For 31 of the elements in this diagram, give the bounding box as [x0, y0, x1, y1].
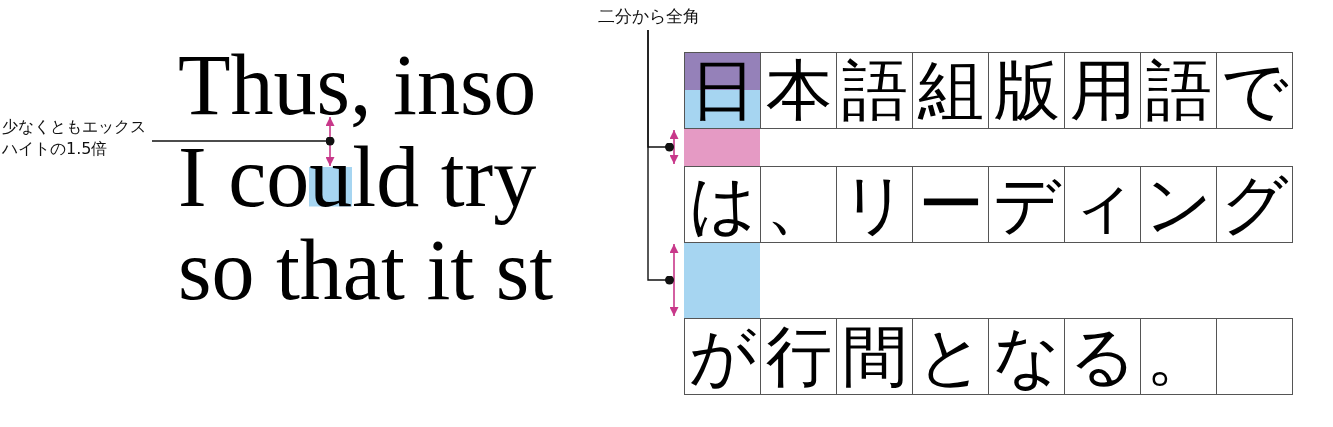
grid-cell: ン [1140, 166, 1217, 243]
grid-cell: 本 [760, 52, 837, 129]
grid-cell: 組 [912, 52, 989, 129]
leader-line [647, 29, 674, 285]
grid-cell: 。 [1140, 318, 1217, 395]
grid-cell: 用 [1064, 52, 1141, 129]
grid-cell: ィ [1064, 166, 1141, 243]
grid-cell: リ [836, 166, 913, 243]
grid-cell: グ [1216, 166, 1293, 243]
dimension-arrow [669, 129, 679, 165]
grid-cell: ー [912, 166, 989, 243]
grid-cell: が [684, 318, 761, 395]
sample-text-line: Thus, inso [178, 52, 537, 128]
grid-cell: る [1064, 318, 1141, 395]
grid-cell: 版 [988, 52, 1065, 129]
grid-cell: 行 [760, 318, 837, 395]
grid-cell: 、 [760, 166, 837, 243]
grid-cell: で [1216, 52, 1293, 129]
sample-text-line: so that it st [178, 237, 554, 303]
grid-cell: 語 [836, 52, 913, 129]
grid-cell: は [684, 166, 761, 243]
grid-cell: 語 [1140, 52, 1217, 129]
dimension-arrow [669, 243, 679, 317]
grid-cell: デ [988, 166, 1065, 243]
grid-cell: と [912, 318, 989, 395]
annotation-label: 少なくともエックスハイトの1.5倍 [0, 116, 152, 162]
leader-line [151, 136, 335, 146]
annotation-label: 二分から全角 [590, 4, 706, 30]
grid-cell: な [988, 318, 1065, 395]
grid-cell: 間 [836, 318, 913, 395]
grid-cell: 日 [684, 52, 761, 129]
